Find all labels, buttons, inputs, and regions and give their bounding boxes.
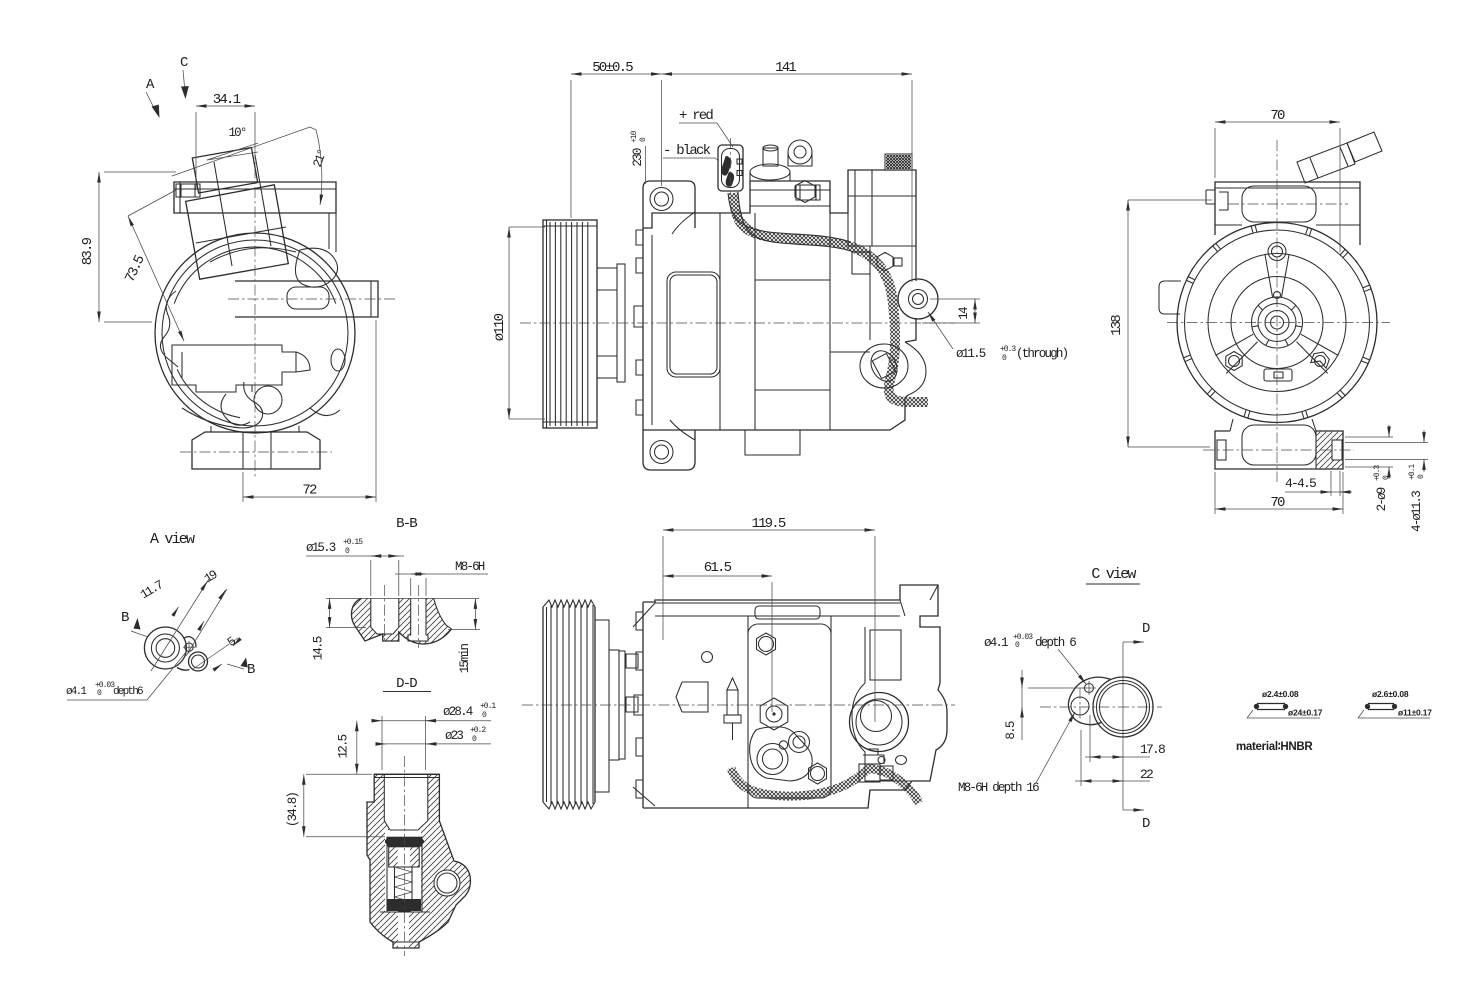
svg-text:50±0.5: 50±0.5 [592,60,633,76]
svg-text:+0.1: +0.1 [1408,464,1417,480]
svg-text:depth6: depth6 [113,686,143,698]
svg-text:+0.1: +0.1 [480,702,496,711]
svg-text:B: B [247,662,255,678]
svg-text:+0.03: +0.03 [1013,633,1033,642]
svg-text:61.5: 61.5 [704,560,732,576]
svg-text:0: 0 [1015,641,1020,650]
svg-text:C: C [180,55,188,71]
svg-text:21°: 21° [311,148,330,169]
svg-text:15min: 15min [458,643,472,673]
svg-text:0: 0 [97,689,102,698]
svg-text:10°: 10° [228,126,245,140]
svg-text:ø2.6±0.08: ø2.6±0.08 [1372,689,1409,699]
svg-text:17.8: 17.8 [1140,742,1165,757]
svg-text:ø15.3: ø15.3 [306,541,336,555]
svg-text:D: D [1142,816,1150,832]
svg-text:119.5: 119.5 [751,516,785,532]
svg-text:4-4.5: 4-4.5 [1285,476,1316,491]
svg-text:+0.3: +0.3 [1000,345,1016,354]
svg-text:- black: - black [663,143,711,159]
svg-text:12.5: 12.5 [337,734,351,758]
svg-text:14: 14 [957,307,971,320]
svg-text:B-B: B-B [396,516,417,532]
svg-text:0: 0 [639,137,648,142]
svg-text:230: 230 [631,148,645,166]
svg-text:4-ø11.3: 4-ø11.3 [1410,491,1424,532]
svg-text:ø11.5: ø11.5 [956,347,986,361]
svg-text:+10: +10 [630,130,639,143]
svg-text:34.1: 34.1 [213,92,241,108]
svg-text:+0.3: +0.3 [1373,465,1382,481]
svg-text:72: 72 [302,483,317,499]
svg-text:C view: C view [1091,566,1136,583]
svg-text:70: 70 [1270,495,1285,511]
svg-text:depth 6: depth 6 [1035,636,1076,650]
svg-text:22: 22 [1140,767,1153,782]
svg-text:B: B [121,610,129,626]
svg-text:ø110: ø110 [492,313,508,341]
svg-text:M8-6H depth 16: M8-6H depth 16 [958,781,1039,795]
svg-text:(through): (through) [1016,347,1068,361]
svg-text:A view: A view [150,531,195,548]
svg-text:+0.15: +0.15 [343,538,363,547]
svg-text:+ red: + red [679,108,713,124]
svg-text:A: A [146,77,155,93]
svg-text:ø24±0.17: ø24±0.17 [1288,708,1323,718]
svg-text:138: 138 [1109,315,1125,336]
svg-text:0: 0 [482,711,487,720]
svg-text:D-D: D-D [396,676,417,692]
svg-text:ø2.4±0.08: ø2.4±0.08 [1262,689,1299,699]
svg-text:8.5: 8.5 [1004,721,1018,739]
svg-text:83.9: 83.9 [80,237,96,265]
svg-text:D: D [1142,621,1150,637]
svg-text:2-ø9: 2-ø9 [1375,487,1389,511]
svg-text:0: 0 [1382,475,1391,480]
svg-text:14.5: 14.5 [312,636,326,660]
svg-text:0: 0 [1002,354,1007,363]
svg-text:(34.8): (34.8) [286,793,300,828]
svg-text:141: 141 [775,60,796,76]
svg-text:material∶HNBR: material∶HNBR [1236,741,1313,753]
svg-text:ø4.1: ø4.1 [66,686,87,698]
svg-text:0: 0 [1417,474,1426,479]
svg-text:ø4.1: ø4.1 [984,636,1008,650]
svg-text:0: 0 [472,735,477,744]
svg-text:0: 0 [345,547,350,556]
svg-text:M8-6H: M8-6H [455,560,485,574]
svg-text:ø28.4: ø28.4 [443,705,473,719]
svg-text:+0.03: +0.03 [95,681,115,690]
svg-text:+0.2: +0.2 [470,726,486,735]
svg-text:70: 70 [1270,108,1285,124]
svg-text:ø23: ø23 [445,729,463,743]
svg-text:ø11±0.17: ø11±0.17 [1398,708,1432,718]
